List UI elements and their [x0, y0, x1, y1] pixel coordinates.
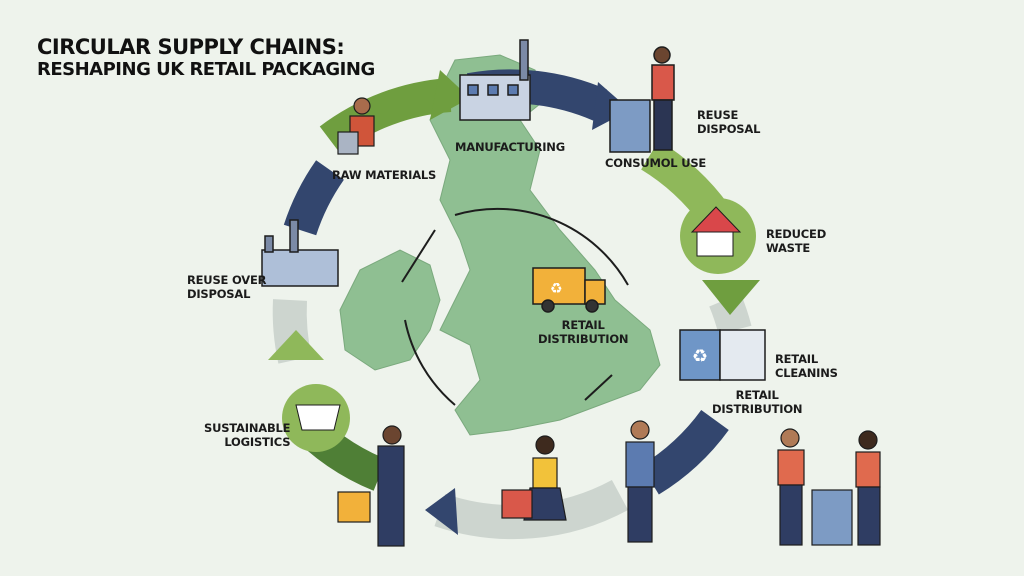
worker-raw-materials-icon: [337, 97, 375, 155]
page-title: CIRCULAR SUPPLY CHAINS: RESHAPING UK RET…: [37, 35, 375, 81]
title-line-1: CIRCULAR SUPPLY CHAINS:: [37, 35, 345, 59]
ring-arrowheads: [268, 70, 760, 535]
label-manufacturing: MANUFACTURING: [455, 140, 565, 154]
label-consumer-use: CONSUMOL USE: [605, 156, 707, 170]
svg-text:♻: ♻: [550, 281, 563, 297]
house-icon: [680, 198, 756, 274]
truck-icon: ♻: [532, 267, 606, 313]
bin-consumer-icon: [609, 46, 675, 153]
ring-segment: [640, 409, 729, 495]
label-raw-materials: RAW MATERIALS: [332, 168, 437, 182]
svg-text:♻: ♻: [692, 346, 708, 367]
ring-segment: [434, 479, 629, 540]
factory-icon: [459, 39, 531, 121]
people-icons: [337, 420, 881, 547]
ring-segment: [283, 160, 345, 236]
inner-cycle-arrows: [401, 207, 629, 406]
title-line-2: RESHAPING UK RETAIL PACKAGING: [37, 59, 375, 80]
factory-left-icon: [261, 219, 339, 287]
shopping-cart-icon: [282, 384, 350, 452]
uk-map: [339, 54, 661, 436]
recycling-bin-icon: ♻: [679, 329, 766, 381]
